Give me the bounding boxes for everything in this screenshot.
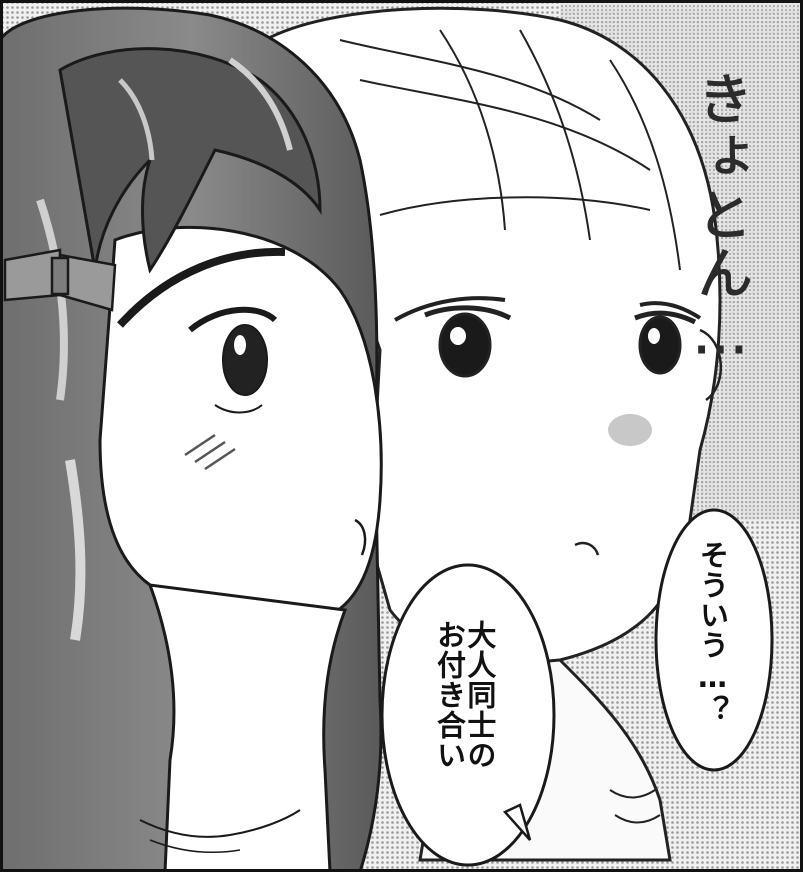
- speech-bubble-2-text: 大人同士の お付き合い: [432, 620, 497, 770]
- speech-bubble-1-text: そういう…？: [695, 540, 730, 725]
- hair-ribbon: [3, 248, 117, 312]
- speech-bubble-2-line-1: 大人同士の: [462, 620, 497, 770]
- right-character-eye-left: [438, 312, 492, 378]
- speech-bubble-2-shape: [380, 563, 556, 867]
- speech-bubble-1-shape: [654, 508, 774, 772]
- sound-effect-text: きょとん…: [687, 70, 753, 370]
- left-character: [0, 6, 383, 872]
- right-character-eye-right: [638, 315, 682, 375]
- speech-bubble-2-line-2: お付き合い: [432, 620, 467, 770]
- left-character-eye: [222, 324, 268, 396]
